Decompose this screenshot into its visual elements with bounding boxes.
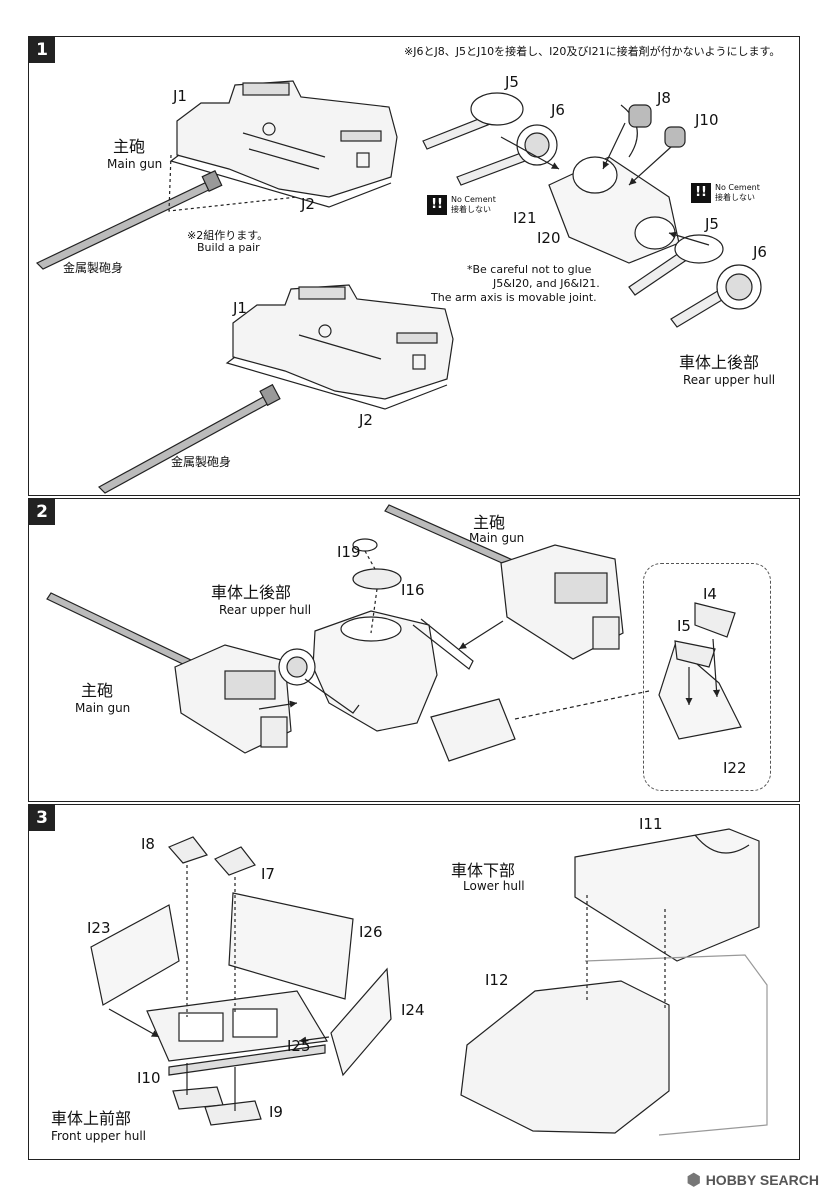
label-i22: I22: [723, 759, 747, 777]
rear-hull-en: Rear upper hull: [683, 373, 776, 387]
detail-subassembly-outline: [643, 563, 771, 791]
label-i20: I20: [537, 229, 561, 247]
careful-note-1: *Be careful not to glue: [467, 263, 592, 276]
label-i12: I12: [485, 971, 509, 989]
step-1-panel: 1 ※J6とJ8、J5とJ10を接着し、I20及びI21に接着剤が付かないように…: [28, 36, 800, 496]
label-j1-bottom: J1: [233, 299, 247, 317]
label-j6-right: J6: [753, 243, 767, 261]
label-i23: I23: [87, 919, 111, 937]
label-j10: J10: [695, 111, 719, 129]
no-cement-jp: 接着しない: [451, 205, 491, 214]
metal-barrel-label-1: 金属製砲身: [63, 261, 124, 275]
no-cement-en: No Cement: [451, 195, 496, 204]
label-j2-top: J2: [301, 195, 315, 213]
no-cement-en-2: No Cement: [715, 183, 760, 192]
label-i24: I24: [401, 1001, 425, 1019]
label-j6: J6: [551, 101, 565, 119]
hobbysearch-logo-icon: ⬢: [686, 1172, 701, 1189]
rear-hull-jp: 車体上後部: [679, 353, 760, 372]
main-gun-jp-right: 主砲: [473, 513, 506, 532]
front-hull-jp: 車体上前部: [51, 1109, 132, 1128]
label-i9: I9: [269, 1103, 283, 1121]
rear-hull-jp: 車体上後部: [211, 583, 292, 602]
label-j5-right: J5: [705, 215, 719, 233]
label-i11: I11: [639, 815, 663, 833]
label-i26: I26: [359, 923, 383, 941]
step-1-illustration: [35, 80, 762, 494]
label-i19: I19: [337, 543, 361, 561]
warning-icon: !!: [427, 195, 447, 215]
hobbysearch-watermark: ⬢ HOBBY SEARCH: [687, 1170, 819, 1190]
front-hull-en: Front upper hull: [51, 1129, 147, 1143]
main-gun-en: Main gun: [107, 157, 163, 171]
build-pair-jp: ※2組作ります。: [187, 229, 269, 242]
metal-barrel-label-2: 金属製砲身: [171, 455, 232, 469]
label-i4: I4: [703, 585, 717, 603]
label-i8: I8: [141, 835, 155, 853]
step-2-panel: 2: [28, 498, 800, 802]
label-j1-top: J1: [173, 87, 187, 105]
step-number: 1: [29, 37, 55, 63]
rear-hull-en: Rear upper hull: [219, 603, 312, 617]
label-i21: I21: [513, 209, 537, 227]
main-gun-en-right: Main gun: [469, 531, 525, 545]
careful-note-2: J5&I20, and J6&I21.: [493, 277, 600, 290]
lower-hull-en: Lower hull: [463, 879, 525, 893]
main-gun-jp-left: 主砲: [81, 681, 114, 700]
step-2-illustration: [46, 504, 742, 762]
build-pair-en: Build a pair: [197, 241, 260, 254]
step-3-panel: 3: [28, 804, 800, 1160]
main-gun-en-left: Main gun: [75, 701, 131, 715]
label-i5: I5: [677, 617, 691, 635]
careful-note-3: The arm axis is movable joint.: [431, 291, 597, 304]
label-i25: I25: [287, 1037, 311, 1055]
label-j5: J5: [505, 73, 519, 91]
lower-hull-jp: 車体下部: [451, 861, 516, 880]
step-number: 2: [29, 499, 55, 525]
label-i10: I10: [137, 1069, 161, 1087]
label-j8: J8: [657, 89, 671, 107]
step-number: 3: [29, 805, 55, 831]
brand-name: HOBBY SEARCH: [705, 1172, 819, 1188]
step-3-illustration: [90, 828, 768, 1136]
no-cement-jp-2: 接着しない: [715, 193, 755, 202]
label-i16: I16: [401, 581, 425, 599]
main-gun-jp: 主砲: [113, 137, 146, 156]
label-j2-bottom: J2: [359, 411, 373, 429]
warning-icon: !!: [691, 183, 711, 203]
glue-note: ※J6とJ8、J5とJ10を接着し、I20及びI21に接着剤が付かないようにしま…: [404, 45, 781, 58]
label-i7: I7: [261, 865, 275, 883]
